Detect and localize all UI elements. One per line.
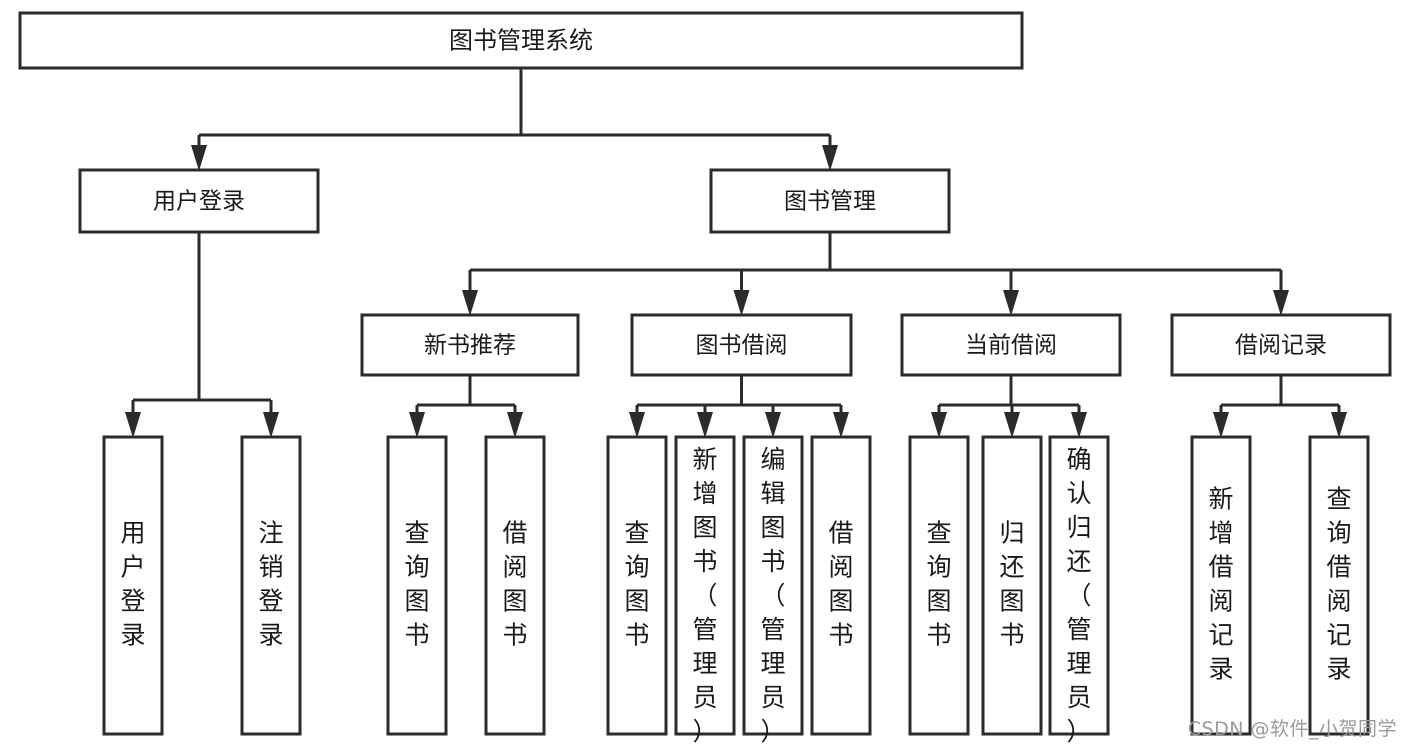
node-box-current-borrow[interactable] bbox=[900, 313, 1122, 377]
node-label-borrow-record: 借阅记录 bbox=[1235, 333, 1327, 359]
node-label-leaf-borrow-book-recommend: 借阅图书 bbox=[502, 519, 527, 650]
node-box-leaf-query-book-recommend[interactable] bbox=[386, 435, 448, 736]
node-leaf-leaf-edit-book[interactable]: 编辑图书（管理员） bbox=[742, 435, 804, 746]
node-box-leaf-query-borrow-record[interactable] bbox=[1308, 435, 1370, 736]
node-box-leaf-edit-book[interactable] bbox=[742, 435, 804, 736]
node-label-leaf-add-book: 新增图书（管理员） bbox=[692, 445, 717, 746]
edge-recommend-to-leaves bbox=[409, 375, 523, 438]
node-leaf-leaf-borrow-book[interactable]: 借阅图书 bbox=[810, 435, 872, 736]
node-level1-user-login[interactable]: 用户登录 bbox=[78, 168, 320, 234]
node-leaf-leaf-return-book[interactable]: 归还图书 bbox=[981, 435, 1043, 736]
node-level2-book-borrow[interactable]: 图书借阅 bbox=[630, 313, 853, 377]
node-label-leaf-query-borrow-record: 查询借阅记录 bbox=[1326, 485, 1351, 684]
edge-borrow-to-leaves bbox=[629, 375, 849, 438]
node-label-leaf-borrow-book: 借阅图书 bbox=[828, 519, 853, 650]
node-box-book-borrow[interactable] bbox=[630, 313, 853, 377]
connector-layer bbox=[125, 68, 1347, 438]
node-box-leaf-user-login[interactable] bbox=[102, 435, 164, 736]
node-leaf-leaf-query-book-current[interactable]: 查询图书 bbox=[908, 435, 970, 736]
node-box-leaf-query-book-borrow[interactable] bbox=[606, 435, 668, 736]
node-label-leaf-confirm-return: 确认归还（管理员） bbox=[1066, 445, 1091, 746]
node-box-leaf-return-book[interactable] bbox=[981, 435, 1043, 736]
node-box-user-login[interactable] bbox=[78, 168, 320, 234]
node-label-user-login: 用户登录 bbox=[153, 189, 245, 215]
node-box-leaf-add-book[interactable] bbox=[674, 435, 736, 736]
node-label-leaf-query-book-recommend: 查询图书 bbox=[404, 519, 429, 650]
node-label-root: 图书管理系统 bbox=[449, 27, 593, 55]
node-label-leaf-user-login: 用户登录 bbox=[120, 519, 145, 650]
edge-root-to-level1 bbox=[191, 68, 838, 171]
node-label-leaf-logout: 注销登录 bbox=[258, 519, 283, 650]
node-box-leaf-query-book-current[interactable] bbox=[908, 435, 970, 736]
node-box-book-management[interactable] bbox=[709, 168, 951, 234]
node-box-leaf-add-borrow-record[interactable] bbox=[1190, 435, 1252, 736]
node-leaf-leaf-logout[interactable]: 注销登录 bbox=[240, 435, 302, 736]
node-leaf-leaf-query-borrow-record[interactable]: 查询借阅记录 bbox=[1308, 435, 1370, 736]
node-label-leaf-query-book-current: 查询图书 bbox=[926, 519, 951, 650]
node-leaf-leaf-add-book[interactable]: 新增图书（管理员） bbox=[674, 435, 736, 746]
node-root-root[interactable]: 图书管理系统 bbox=[18, 11, 1024, 70]
node-box-leaf-logout[interactable] bbox=[240, 435, 302, 736]
node-box-root[interactable] bbox=[18, 11, 1024, 70]
node-box-new-book-recommend[interactable] bbox=[360, 313, 580, 377]
node-label-leaf-query-book-borrow: 查询图书 bbox=[624, 519, 649, 650]
node-level1-book-management[interactable]: 图书管理 bbox=[709, 168, 951, 234]
node-label-leaf-add-borrow-record: 新增借阅记录 bbox=[1208, 485, 1233, 684]
edge-current-to-leaves bbox=[931, 375, 1087, 438]
node-level2-current-borrow[interactable]: 当前借阅 bbox=[900, 313, 1122, 377]
node-label-new-book-recommend: 新书推荐 bbox=[424, 333, 516, 359]
node-box-leaf-borrow-book-recommend[interactable] bbox=[484, 435, 546, 736]
node-level2-borrow-record[interactable]: 借阅记录 bbox=[1170, 313, 1392, 377]
node-level2-new-book-recommend[interactable]: 新书推荐 bbox=[360, 313, 580, 377]
node-label-leaf-return-book: 归还图书 bbox=[999, 519, 1024, 650]
node-box-leaf-borrow-book[interactable] bbox=[810, 435, 872, 736]
node-label-book-management: 图书管理 bbox=[784, 189, 876, 215]
edge-userlogin-to-leaves bbox=[125, 232, 279, 438]
edge-record-to-leaves bbox=[1213, 375, 1347, 438]
node-label-leaf-edit-book: 编辑图书（管理员） bbox=[760, 445, 785, 746]
node-leaf-leaf-borrow-book-recommend[interactable]: 借阅图书 bbox=[484, 435, 546, 736]
node-label-book-borrow: 图书借阅 bbox=[696, 333, 788, 359]
node-leaf-leaf-query-book-borrow[interactable]: 查询图书 bbox=[606, 435, 668, 736]
node-leaf-leaf-query-book-recommend[interactable]: 查询图书 bbox=[386, 435, 448, 736]
node-leaf-leaf-confirm-return[interactable]: 确认归还（管理员） bbox=[1048, 435, 1110, 746]
node-box-borrow-record[interactable] bbox=[1170, 313, 1392, 377]
node-label-current-borrow: 当前借阅 bbox=[965, 333, 1057, 359]
node-leaf-leaf-add-borrow-record[interactable]: 新增借阅记录 bbox=[1190, 435, 1252, 736]
node-layer: 图书管理系统用户登录图书管理新书推荐图书借阅当前借阅借阅记录用户登录注销登录查询… bbox=[18, 11, 1392, 746]
node-box-leaf-confirm-return[interactable] bbox=[1048, 435, 1110, 736]
node-leaf-leaf-user-login[interactable]: 用户登录 bbox=[102, 435, 164, 736]
edge-bookmgmt-to-level2 bbox=[462, 232, 1289, 316]
